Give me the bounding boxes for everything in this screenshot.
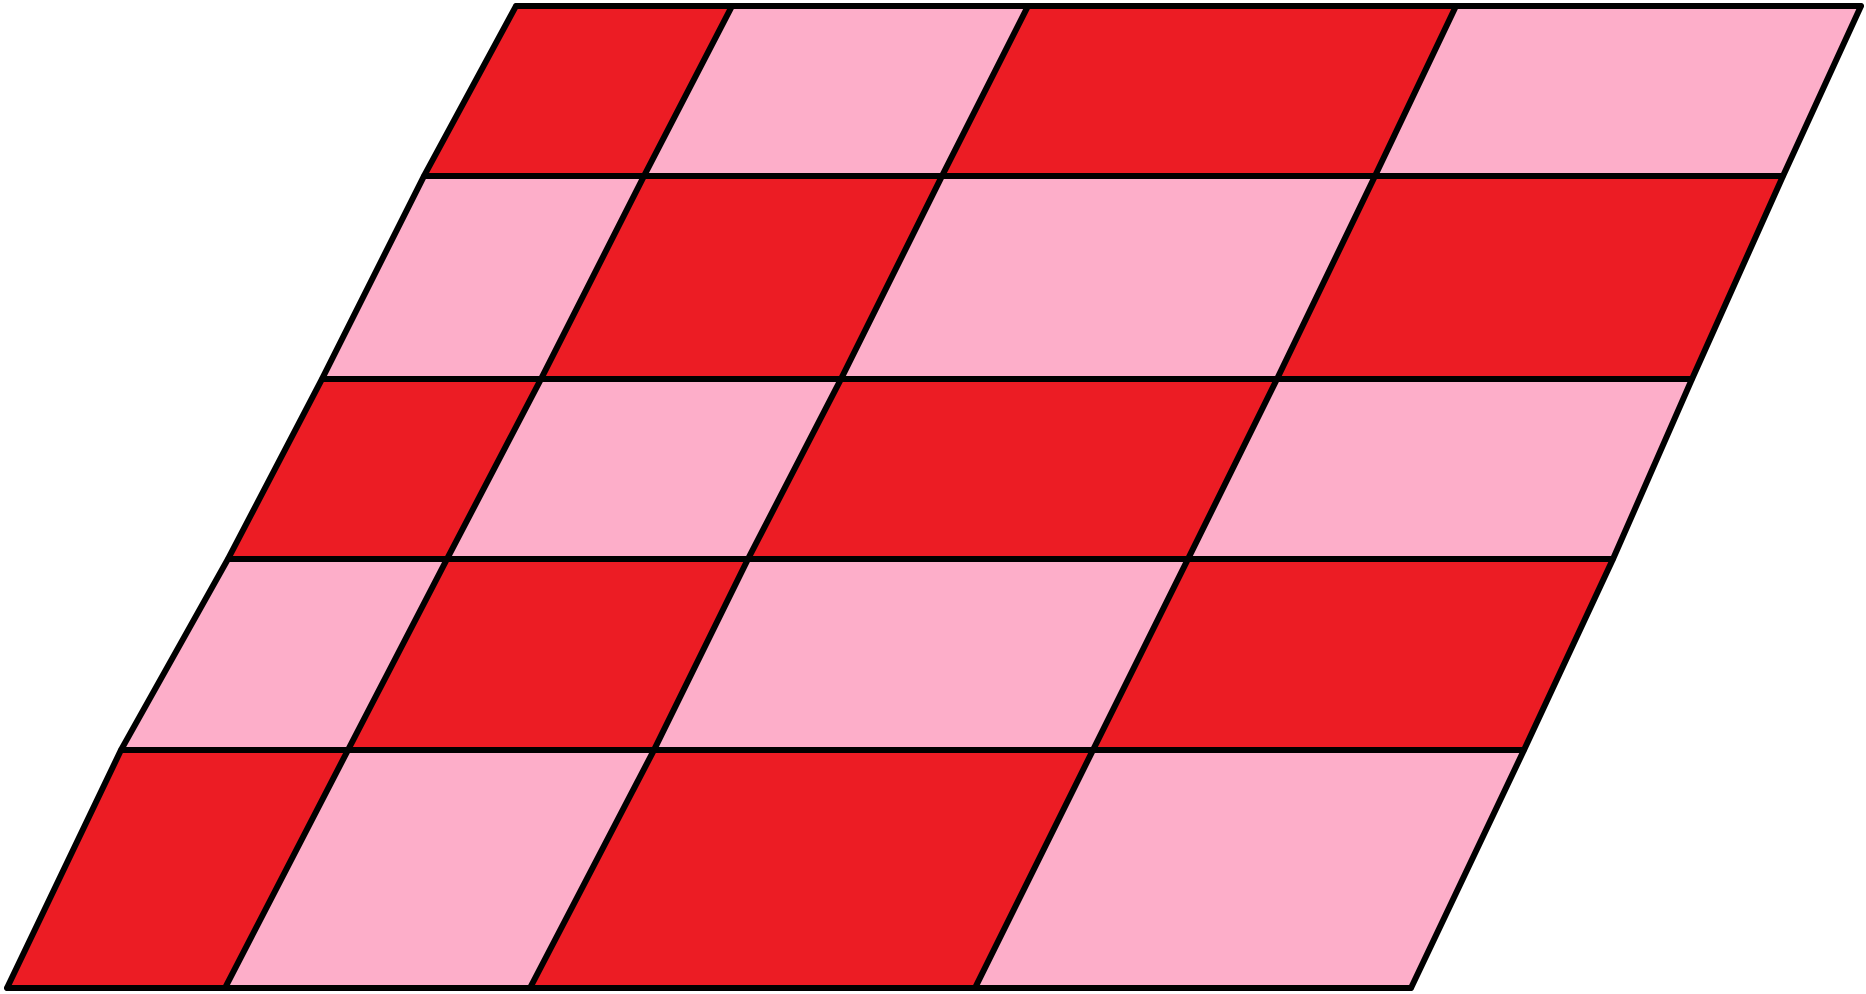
cell-r1-c3-dark — [942, 6, 1456, 176]
cell-r1-c2-light — [644, 6, 1028, 176]
cell-r2-c2-dark — [541, 176, 942, 379]
cell-r2-c3-light — [841, 176, 1375, 379]
cell-r4-c3-light — [654, 559, 1188, 750]
cell-r5-c3-dark — [530, 750, 1093, 988]
cell-r4-c4-dark — [1093, 559, 1613, 750]
cell-r3-c2-light — [447, 379, 841, 559]
cell-r5-c4-light — [975, 750, 1524, 988]
cell-r5-c1-dark — [7, 750, 348, 988]
cells-layer — [7, 6, 1861, 988]
cell-r2-c4-dark — [1277, 176, 1783, 379]
slanted-grid-line-3 — [527, 3, 1031, 991]
slanted-grid-line-5 — [1408, 3, 1864, 991]
cell-r4-c2-dark — [348, 559, 748, 750]
cell-r5-c2-light — [225, 750, 654, 988]
grid-lines-layer — [4, 3, 1864, 991]
cell-r3-c3-dark — [748, 379, 1277, 559]
cell-r3-c4-light — [1188, 379, 1692, 559]
cell-r1-c4-light — [1375, 6, 1861, 176]
cell-r3-c1-dark — [228, 379, 541, 559]
slanted-grid-line-1 — [4, 3, 519, 991]
slanted-grid-line-2 — [222, 3, 735, 991]
slanted-grid-line-4 — [972, 3, 1459, 991]
cell-r1-c1-dark — [424, 6, 732, 176]
